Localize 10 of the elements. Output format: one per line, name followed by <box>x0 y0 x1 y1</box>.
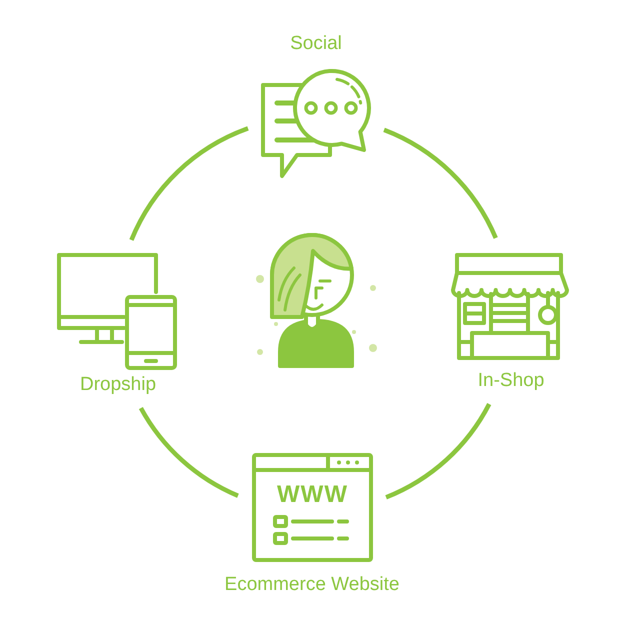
ring-arc <box>129 126 249 241</box>
ring-arc <box>383 128 498 239</box>
channel-label: Dropship <box>80 374 156 396</box>
person-illustration <box>254 230 378 370</box>
ring-arc <box>385 402 492 500</box>
www-label: WWW <box>276 483 348 507</box>
channel-label: Social <box>290 33 342 55</box>
channel-label: Ecommerce Website <box>224 574 400 596</box>
ring-arc <box>138 406 239 498</box>
channel-label: In-Shop <box>478 370 544 392</box>
